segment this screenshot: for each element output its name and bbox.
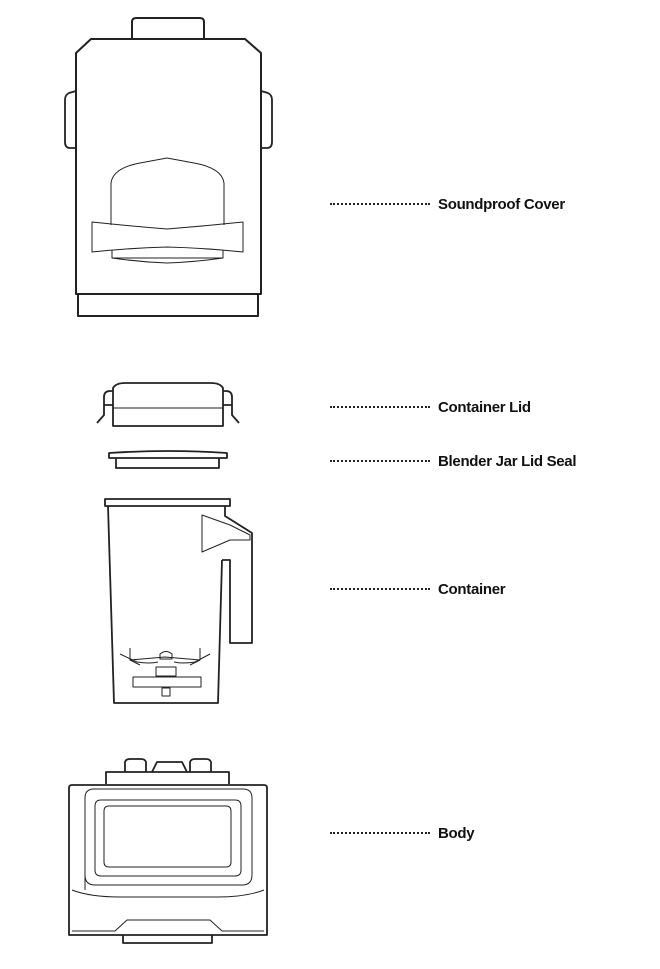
container-lid-drawing <box>96 382 240 427</box>
label-text: Body <box>438 824 475 842</box>
lid-seal-drawing <box>108 450 228 469</box>
leader-line <box>330 588 430 590</box>
leader-line <box>330 460 430 462</box>
leader-line <box>330 203 430 205</box>
label-container-lid: Container Lid <box>330 397 531 417</box>
label-text: Container <box>438 580 506 598</box>
label-container: Container <box>330 579 506 599</box>
leader-line <box>330 832 430 834</box>
soundproof-cover-drawing <box>64 17 273 317</box>
leader-line <box>330 406 430 408</box>
label-body: Body <box>330 823 475 843</box>
label-text: Soundproof Cover <box>438 195 565 213</box>
label-lid-seal: Blender Jar Lid Seal <box>330 451 577 471</box>
label-soundproof-cover: Soundproof Cover <box>330 194 565 214</box>
label-text: Blender Jar Lid Seal <box>438 452 577 470</box>
body-drawing <box>68 758 268 944</box>
container-drawing <box>104 498 253 704</box>
label-text: Container Lid <box>438 398 531 416</box>
